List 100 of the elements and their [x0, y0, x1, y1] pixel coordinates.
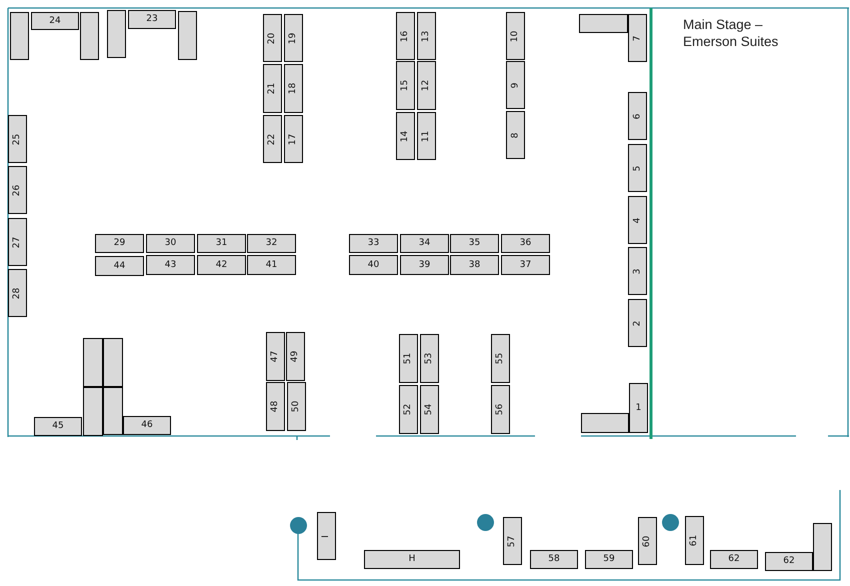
table-number: 41 [266, 260, 278, 270]
table-number: 27 [13, 236, 22, 248]
table-number: 25 [13, 133, 22, 145]
table-box [317, 512, 336, 560]
table-box [450, 255, 499, 275]
table-box [349, 255, 398, 275]
table-number: 14 [401, 130, 410, 142]
table-number: 35 [468, 239, 480, 248]
table-number: 9 [511, 82, 520, 88]
table-number: 48 [271, 400, 280, 412]
table-number: 32 [266, 239, 278, 248]
table-number: 28 [13, 287, 22, 299]
table-number: 10 [511, 30, 520, 42]
table-box [349, 234, 398, 253]
table-number: 30 [164, 239, 176, 248]
table-box [420, 334, 439, 383]
table-box [579, 14, 628, 33]
table-box [628, 92, 647, 140]
table-box [123, 416, 171, 435]
table-number: 5 [633, 165, 642, 171]
table-number: 52 [404, 404, 413, 416]
table-box [450, 234, 499, 253]
stage-title: Main Stage – Emerson Suites [683, 16, 780, 50]
table-number: 57 [508, 535, 517, 547]
table-number: 42 [216, 260, 228, 270]
table-box [10, 12, 29, 60]
table-box [396, 61, 415, 110]
table-box [284, 64, 303, 113]
table-box [628, 247, 647, 295]
table-box [399, 385, 418, 434]
table-box [83, 338, 103, 387]
table-number: 6 [633, 113, 642, 119]
table-number: 51 [404, 352, 413, 364]
table-number: 3 [633, 268, 642, 274]
table-number: 62 [783, 557, 795, 566]
table-number: 1 [636, 404, 642, 412]
table-box [34, 417, 82, 436]
table-number: 40 [368, 260, 380, 270]
table-box [396, 12, 415, 60]
table-number: 37 [520, 260, 532, 270]
table-number: 49 [291, 350, 300, 362]
table-box [266, 332, 285, 381]
table-box [8, 166, 27, 214]
table-box [8, 269, 27, 317]
table-number: 33 [368, 239, 380, 248]
table-number: 17 [289, 133, 298, 145]
table-number: 4 [633, 217, 642, 223]
table-box [765, 552, 813, 571]
table-box [399, 334, 418, 383]
table-box [503, 517, 522, 565]
table-box [585, 550, 633, 569]
table-number: 22 [268, 133, 277, 145]
table-number: 59 [603, 555, 615, 564]
table-box [491, 385, 510, 434]
table-number: 43 [164, 260, 176, 270]
table-box [506, 111, 525, 159]
table-number: 47 [271, 350, 280, 362]
table-number: 12 [422, 80, 431, 92]
table-box [263, 115, 282, 163]
table-number: 15 [401, 80, 410, 92]
table-box [31, 12, 79, 30]
table-box [628, 144, 647, 192]
circle-marker [662, 514, 679, 531]
table-box [364, 550, 460, 569]
circle-marker [290, 517, 307, 534]
table-box [95, 256, 144, 276]
table-box [178, 11, 197, 60]
table-box [95, 234, 144, 253]
table-number: 36 [520, 239, 532, 248]
table-box [813, 523, 832, 571]
table-box [581, 413, 629, 433]
table-box [506, 61, 525, 109]
table-box [417, 12, 436, 60]
table-box [107, 10, 126, 58]
table-number: 54 [425, 404, 434, 416]
table-number: 38 [468, 260, 480, 270]
table-number: 53 [425, 352, 434, 364]
table-box [103, 338, 123, 387]
table-box [103, 387, 123, 435]
table-box [628, 14, 647, 62]
table-number: H [408, 555, 416, 564]
table-number: 60 [643, 535, 652, 547]
table-box [284, 115, 303, 163]
table-box [266, 382, 285, 431]
table-number: 26 [13, 184, 22, 196]
table-number: 61 [690, 534, 699, 546]
table-box [491, 334, 510, 383]
table-box [629, 383, 648, 433]
table-box [8, 218, 27, 266]
table-number: 39 [418, 260, 430, 270]
table-box [8, 115, 27, 163]
table-box [286, 332, 305, 381]
table-number: 44 [114, 262, 126, 270]
table-box [400, 234, 449, 253]
table-number: 23 [146, 15, 158, 24]
table-number: 62 [728, 555, 740, 564]
table-number: 29 [114, 239, 126, 248]
table-number: 16 [401, 30, 410, 42]
table-number: 55 [496, 352, 505, 364]
table-box [530, 550, 578, 569]
